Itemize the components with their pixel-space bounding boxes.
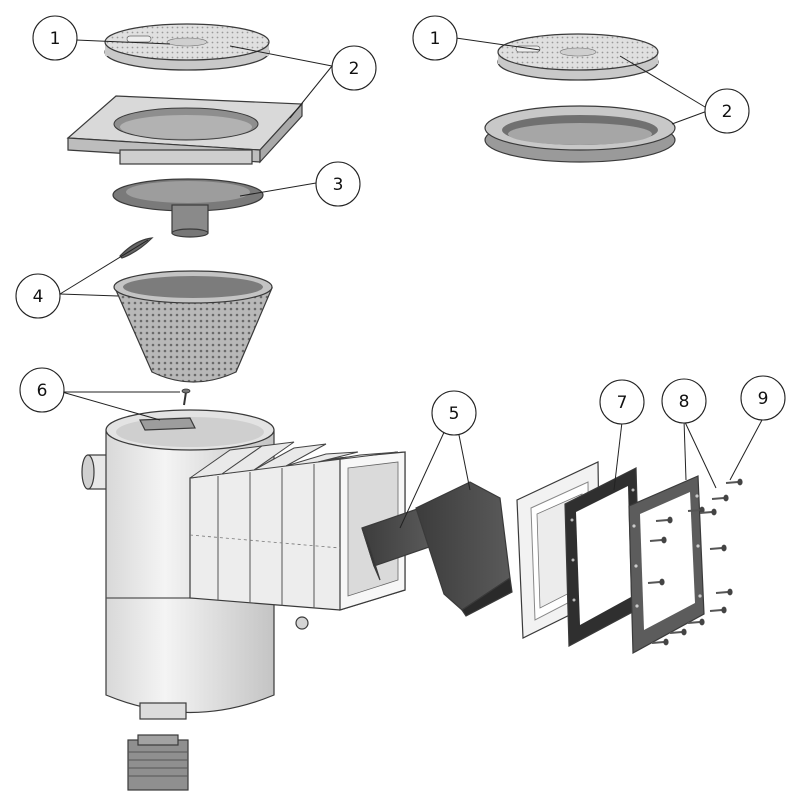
screw-icon [709,606,727,614]
screw-icon [709,544,727,552]
square-collar [66,95,304,165]
callout-8: 8 [661,378,707,424]
screw-icon [647,578,665,586]
callout-3-label: 3 [333,175,344,195]
screw-icon [687,506,705,514]
callout-5: 5 [431,390,477,436]
callout-2-left: 2 [331,45,377,91]
callout-4: 4 [15,273,61,319]
skimmer-body [81,409,406,720]
front-frame [628,475,705,654]
gasket [564,467,641,647]
lid-left [104,23,270,71]
callout-3: 3 [315,161,361,207]
screw-icon [715,588,733,596]
round-collar [484,105,676,163]
callout-1-left-label: 1 [50,29,61,49]
callout-4-label: 4 [33,287,44,307]
screw-icon [699,508,717,516]
screw-icon [725,478,743,486]
frame-screws [647,478,743,646]
callout-2-right: 2 [704,88,750,134]
callout-9-label: 9 [758,389,769,409]
filter-basket [113,270,273,383]
callout-6: 6 [19,367,65,413]
callout-1-left: 1 [32,15,78,61]
callout-7-label: 7 [617,393,628,413]
callout-1-right-label: 1 [430,29,441,49]
screw-icon [669,628,687,636]
float-weir-funnel [112,178,264,238]
screw-icon [711,494,729,502]
callout-2-left-label: 2 [349,59,360,79]
callout-2-right-label: 2 [722,102,733,122]
screw-icon [687,618,705,626]
leader-lines [59,37,763,529]
callout-5-label: 5 [449,404,460,424]
weir-flaps [361,481,513,617]
lid-right [497,33,659,81]
callout-1-right: 1 [412,15,458,61]
threaded-fitting [127,734,189,791]
screw-icon [651,638,669,646]
screw-icon [649,536,667,544]
lid-screw [181,388,191,406]
callout-8-label: 8 [679,392,690,412]
callout-9: 9 [740,375,786,421]
callout-7: 7 [599,379,645,425]
callout-6-label: 6 [37,381,48,401]
screw-icon [655,516,673,524]
